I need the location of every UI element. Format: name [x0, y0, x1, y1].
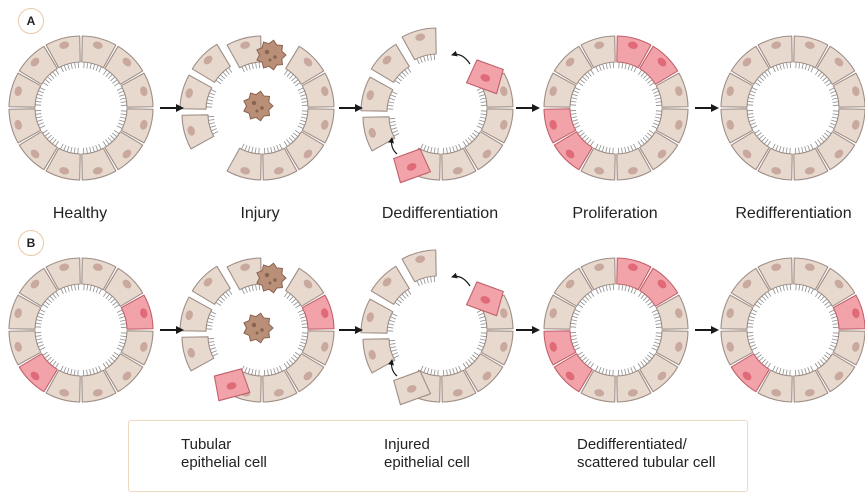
stage-label-proliferation: Proliferation: [540, 205, 690, 223]
b-injury-cell-8: [182, 337, 218, 371]
stage-label-dedifferentiation: Dedifferentiation: [365, 205, 515, 223]
a-injury-cell-10: [192, 44, 232, 83]
legend-dediff-label: Dedifferentiated/ scattered tubular cell: [577, 436, 715, 472]
injured-cell-b2: [244, 313, 273, 343]
legend-dediff-line1: Dedifferentiated/: [577, 436, 715, 454]
a-injury-cell-11: [227, 36, 261, 72]
curved-arrow-a-bottom: [392, 138, 397, 154]
legend-tubular-line1: Tubular: [181, 436, 267, 454]
legend-box: Tubular epithelial cell Injured epitheli…: [128, 420, 748, 492]
curved-arrow-a-top: [452, 54, 470, 64]
legend-injured-line1: Injured: [384, 436, 470, 454]
panel-a-rings: [9, 28, 865, 180]
a-dediff-cell-10: [371, 44, 411, 83]
b-injury-cell-10: [192, 266, 232, 305]
b-injury-cell-11: [227, 258, 261, 294]
a-injury-cell-6: [227, 144, 261, 180]
a-dediff-cell-8: [363, 117, 399, 151]
stage-label-redifferentiation: Redifferentiation: [722, 205, 865, 223]
b-dediff-cell-11: [402, 250, 436, 286]
legend-injured-line2: epithelial cell: [384, 454, 470, 472]
a-dediff-cell-11: [402, 28, 436, 64]
stage-label-injury: Injury: [185, 205, 335, 223]
curved-arrow-b-top: [452, 276, 470, 286]
panel-b-rings: [9, 250, 865, 402]
curved-arrow-b-bottom: [392, 360, 397, 376]
panel-b-badge: B: [18, 230, 44, 256]
b-dediff-cell-10: [371, 266, 411, 305]
a-dediff-cell-9: [361, 77, 397, 111]
a-injury-cell-8: [182, 115, 218, 149]
panel-a-badge: A: [18, 8, 44, 34]
stage-label-healthy: Healthy: [5, 205, 155, 223]
b-dediff-cell-9: [361, 299, 397, 333]
legend-tubular-label: Tubular epithelial cell: [181, 436, 267, 472]
b-dediff-cell-8: [363, 339, 399, 373]
legend-injured-label: Injured epithelial cell: [384, 436, 470, 472]
legend-tubular-line2: epithelial cell: [181, 454, 267, 472]
legend-dediff-line2: scattered tubular cell: [577, 454, 715, 472]
injured-cell-a2: [244, 91, 273, 121]
